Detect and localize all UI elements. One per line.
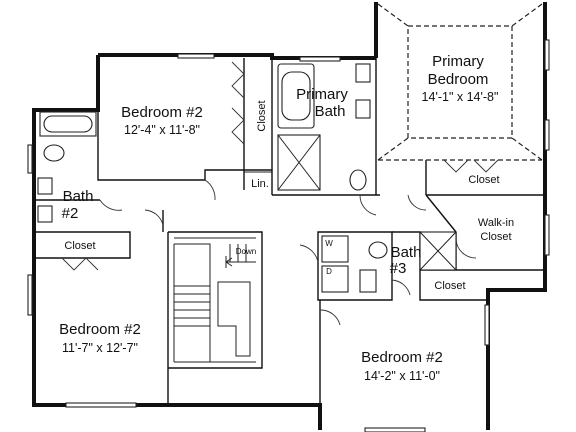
room-bedroom-top: Bedroom #2 12'-4" x 11'-8" [121, 104, 203, 137]
room-name-line1: Walk-in [478, 217, 514, 229]
interior-walls [34, 58, 545, 405]
closet-bifold-left [61, 257, 99, 271]
room-name: Bedroom #2 [59, 321, 141, 338]
room-name-line2: #3 [390, 260, 407, 277]
room-bedroom-right: Bedroom #2 14'-2" x 11'-0" [361, 349, 443, 383]
washer-label: W [325, 239, 333, 248]
stairs [173, 237, 256, 363]
room-size: 14'-1" x 14'-8" [422, 90, 499, 104]
room-bedroom-left: Bedroom #2 11'-7" x 12'-7" [59, 321, 141, 355]
closet-bifold-primary [443, 159, 499, 173]
room-size: 12'-4" x 11'-8" [124, 123, 200, 137]
windows [27, 39, 550, 432]
bath3-fixtures [321, 231, 457, 293]
tray-ceiling [377, 3, 543, 161]
room-bath2: Bath #2 [62, 188, 94, 222]
room-name-line2: #2 [62, 205, 79, 222]
primary-bath-fixtures [277, 63, 371, 191]
room-name-line1: Bath [391, 244, 422, 261]
room-name-line2: Bath [315, 103, 346, 120]
room-bath3: Bath #3 [390, 244, 422, 277]
primary-closet-label: Closet [468, 174, 499, 186]
linen-label: Lin. [251, 178, 269, 190]
dryer-label: D [326, 267, 332, 276]
bath2-fixtures [37, 111, 97, 223]
room-primary-bedroom: Primary Bedroom 14'-1" x 14'-8" [422, 53, 499, 104]
stair-label: Down [236, 247, 256, 256]
room-name-line2: Closet [480, 231, 511, 243]
closet-left-label: Closet [64, 240, 95, 252]
room-name: Bedroom #2 [361, 349, 443, 366]
room-size: 14'-2" x 11'-0" [364, 369, 440, 383]
closet-bifold-top [231, 61, 245, 145]
closet-top-label: Closet [256, 100, 268, 131]
room-name-line2: Bedroom [428, 71, 489, 88]
room-name-line1: Primary [296, 86, 348, 103]
room-size: 11'-7" x 12'-7" [62, 341, 138, 355]
room-name-line1: Primary [432, 53, 484, 70]
room-name-line1: Bath [63, 188, 94, 205]
door-swings [99, 179, 477, 326]
room-primary-bath: Primary Bath [296, 86, 348, 120]
room-name: Bedroom #2 [121, 104, 203, 121]
room-walkin-closet: Walk-in Closet [478, 217, 514, 243]
closet-bath3-label: Closet [434, 280, 465, 292]
